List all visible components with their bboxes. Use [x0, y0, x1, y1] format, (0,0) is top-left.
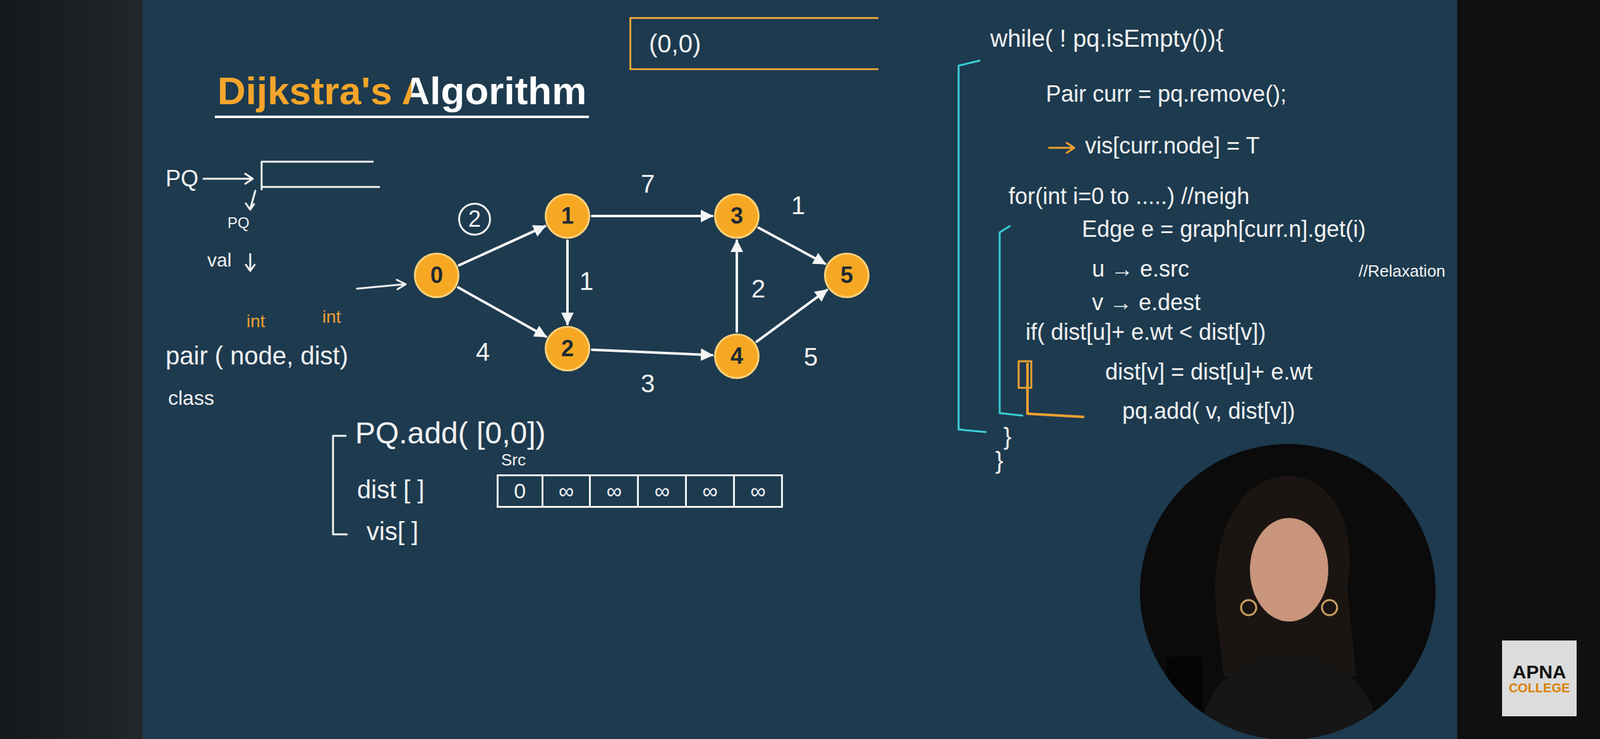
title: Dijkstra's Algorithm — [217, 68, 587, 114]
earring — [1321, 600, 1338, 616]
queue-label: PQ — [165, 165, 199, 192]
class-definition: pair ( node, dist) — [165, 341, 349, 371]
queue-state-box: (0,0) — [629, 17, 879, 71]
graph-edge — [735, 240, 739, 332]
graph-vertex: 1 — [544, 193, 591, 239]
graph-edge — [566, 240, 569, 325]
microphone — [1166, 657, 1204, 739]
queue-entry: (0,0) — [648, 29, 701, 59]
right-strip — [1457, 0, 1600, 739]
type-note: int — [322, 307, 342, 328]
edge-weight: 3 — [640, 369, 655, 399]
graph-vertex: 0 — [413, 252, 460, 299]
type-note: int — [246, 311, 266, 332]
graph-vertex: 3 — [714, 193, 760, 239]
code-line: dist[v] = dist[u]+ e.wt — [1105, 358, 1313, 385]
body — [1197, 655, 1382, 739]
graph-vertex: 4 — [714, 333, 760, 380]
webcam — [1139, 444, 1436, 739]
code-line: v → e.dest — [1091, 289, 1201, 316]
code-line: if( dist[u]+ e.wt < dist[v]) — [1025, 319, 1266, 346]
code-brace: } — [995, 447, 1004, 476]
code-brace: } — [1003, 423, 1012, 452]
pq-arrow — [203, 173, 253, 184]
visit-arrow — [1048, 142, 1075, 153]
edge-weight: 2 — [458, 202, 491, 236]
note-text: val — [207, 249, 232, 272]
loop-bracket — [958, 60, 986, 433]
array-cell: ∞ — [684, 476, 734, 507]
graph-edge — [756, 290, 827, 342]
vertex-number: 0 — [430, 262, 443, 289]
graph-edge — [592, 214, 713, 218]
array-cell: ∞ — [588, 476, 637, 507]
graph-vertex: 5 — [824, 252, 870, 299]
hair — [1215, 476, 1357, 677]
edge-weight: 4 — [475, 337, 490, 367]
edge-weight: 1 — [579, 266, 594, 296]
source-arrow — [357, 279, 406, 290]
source-label: Src — [501, 451, 526, 471]
code-line: while( ! pq.isEmpty()){ — [990, 25, 1225, 54]
code-line: for(int i=0 to .....) //neigh — [1008, 183, 1250, 210]
code-line: vis[curr.node] = T — [1084, 132, 1260, 159]
code-line: pq.add( v, dist[v]) — [1122, 398, 1295, 425]
note-text: class — [168, 386, 215, 411]
code-line: vis[ ] — [366, 516, 419, 546]
title-underline — [214, 115, 589, 119]
array-cell: 0 — [498, 476, 542, 507]
relax-mark — [1018, 361, 1032, 388]
left-strip — [0, 0, 143, 739]
logo-text: APNA — [1512, 662, 1566, 683]
code-line: dist [ ] — [357, 475, 425, 505]
note-text: PQ — [227, 214, 250, 232]
channel-logo: APNACOLLEGE — [1502, 640, 1577, 717]
vertex-number: 1 — [561, 202, 574, 230]
graph-edge — [592, 350, 713, 356]
code-comment: //Relaxation — [1358, 262, 1446, 282]
vertex-number: 5 — [840, 262, 854, 289]
array-cell: ∞ — [733, 476, 782, 507]
code-line: PQ.add( [0,0]) — [355, 415, 546, 451]
array-cell: ∞ — [636, 476, 685, 507]
edge-weight: 2 — [751, 274, 766, 304]
logo-text: COLLEGE — [1509, 681, 1571, 696]
edge-weight: 1 — [791, 190, 806, 220]
graph-edge — [459, 226, 546, 266]
edge-weight: 5 — [803, 342, 818, 372]
code-line: Edge e = graph[curr.n].get(i) — [1081, 216, 1366, 243]
pq-down-arrow — [245, 190, 256, 210]
graph-vertex: 2 — [544, 326, 591, 372]
init-bracket — [333, 436, 347, 535]
face — [1249, 518, 1329, 622]
vertex-number: 3 — [730, 202, 744, 230]
relax-bracket — [1027, 363, 1084, 418]
array-cell: ∞ — [541, 476, 590, 507]
earring — [1241, 600, 1257, 616]
code-line: u → e.src — [1091, 255, 1190, 282]
graph-edge — [758, 228, 825, 265]
vertex-number: 2 — [561, 335, 574, 363]
val-down-arrow — [245, 254, 255, 272]
dist-array: 0∞∞∞∞∞ — [496, 474, 783, 509]
pq-box — [261, 161, 380, 190]
edge-weight: 7 — [640, 169, 655, 199]
vertex-number: 4 — [730, 343, 744, 370]
fringe — [1246, 503, 1331, 545]
code-line: Pair curr = pq.remove(); — [1045, 80, 1287, 107]
graph-edge — [458, 287, 546, 337]
